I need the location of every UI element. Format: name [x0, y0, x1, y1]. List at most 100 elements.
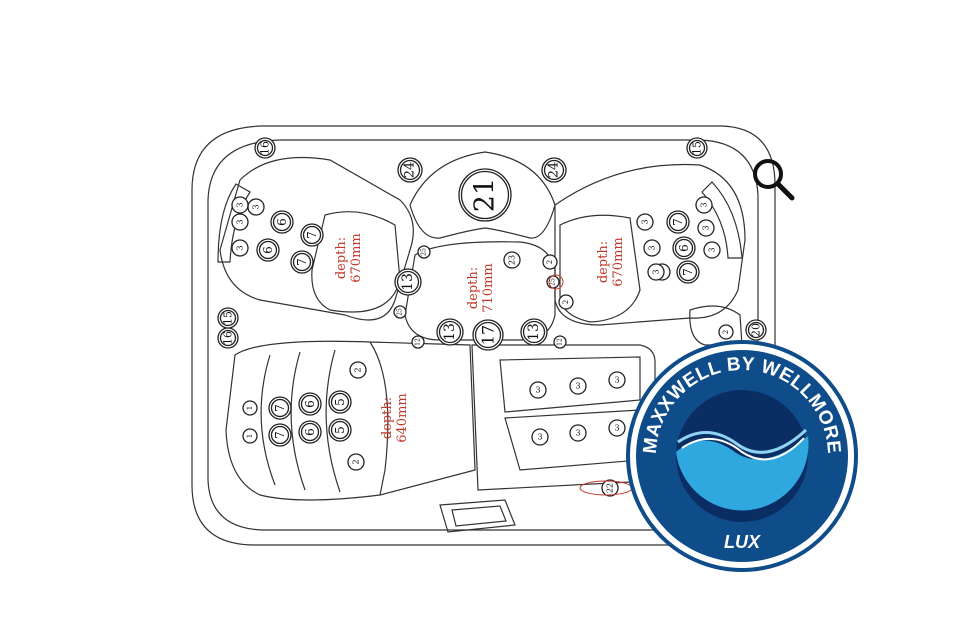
- jet-13: 13: [436, 318, 464, 346]
- jet-inner-ring: [668, 212, 688, 232]
- jet-3: 3: [569, 377, 587, 395]
- jet-ring: [569, 377, 587, 395]
- jet-number: 21: [470, 178, 501, 212]
- jet-number: 12: [557, 338, 564, 346]
- jet-number: 3: [252, 204, 261, 209]
- jet-number: 3: [702, 225, 711, 230]
- jet-2: 2: [347, 453, 365, 471]
- jet-6: 6: [256, 238, 280, 262]
- jet-22: 22: [601, 479, 619, 497]
- jet-number: 2: [722, 330, 730, 334]
- jet-number: 7: [681, 268, 695, 276]
- jet-1: 1: [242, 428, 258, 444]
- jet-number: 7: [273, 404, 287, 412]
- jet-ring: [247, 198, 265, 216]
- jet-number: 3: [652, 269, 661, 274]
- jet-number: 16: [259, 141, 272, 155]
- jet-inner-ring: [270, 425, 290, 445]
- jet-2: 2: [542, 254, 558, 270]
- jet-inner-ring: [300, 422, 320, 442]
- jet-3: 3: [695, 196, 713, 214]
- jet-3: 3: [647, 263, 665, 281]
- depth-label-seat-center: depth:710mm: [466, 263, 496, 312]
- jet-ring: [601, 479, 619, 497]
- jet-15: 15: [686, 137, 708, 159]
- jet-inner-ring: [258, 240, 278, 260]
- search-icon: [753, 159, 795, 201]
- jet-number: 3: [700, 202, 709, 207]
- jet-number: 7: [671, 218, 685, 226]
- jet-7: 7: [676, 260, 700, 284]
- jet-accent-ring: [548, 274, 564, 290]
- jet-7: 7: [290, 250, 314, 274]
- jet-inner-ring: [219, 329, 237, 347]
- jet-25: 25: [417, 245, 431, 259]
- jet-7: 7: [268, 396, 292, 420]
- right-column: [689, 305, 743, 346]
- footwell-bench-top: [499, 356, 641, 413]
- jet-number: 24: [403, 162, 418, 179]
- jet-ring: [703, 241, 721, 259]
- tub-inner-rim: [207, 139, 759, 531]
- jet-number: 3: [236, 219, 245, 224]
- jet-ring: [529, 381, 547, 399]
- jet-number: 13: [442, 323, 458, 341]
- jet-ring: [393, 305, 407, 319]
- jet-number: 3: [575, 382, 580, 391]
- jet-3: 3: [247, 198, 265, 216]
- jet-inner-ring: [272, 212, 292, 232]
- jet-inner-ring: [300, 394, 320, 414]
- jet-3: 3: [608, 371, 626, 389]
- jet-inner-ring: [474, 321, 502, 349]
- jet-ring: [608, 419, 626, 437]
- jet-ring: [608, 371, 626, 389]
- jet-number: 3: [236, 245, 245, 250]
- jet-3: 3: [697, 219, 715, 237]
- jet-number: 24: [547, 162, 562, 179]
- jet-ring: [542, 254, 558, 270]
- jet-3: 3: [636, 213, 654, 231]
- jet-number: 20: [750, 323, 763, 337]
- jet-1: 1: [242, 400, 258, 416]
- jet-number: 13: [400, 273, 416, 291]
- jet-20: 20: [745, 319, 767, 341]
- jet-ring: [569, 424, 587, 442]
- jet-7: 7: [666, 210, 690, 234]
- jet-3: 3: [231, 239, 249, 257]
- zoom-button[interactable]: [748, 154, 800, 206]
- jet-number: 3: [535, 386, 540, 395]
- jet-ring: [718, 324, 734, 340]
- jet-ring: [231, 213, 249, 231]
- jet-number: 3: [708, 247, 717, 252]
- jet-16: 16: [254, 137, 276, 159]
- jet-number: 6: [261, 246, 275, 254]
- jet-inner-ring: [399, 159, 421, 181]
- jet-6: 6: [270, 210, 294, 234]
- jet-number: 3: [236, 202, 245, 207]
- jet-inner-ring: [522, 320, 546, 344]
- jet-number: 2: [352, 459, 361, 464]
- lounger: [225, 340, 476, 501]
- jet-ring: [697, 219, 715, 237]
- logo-sub-text: LUX: [724, 532, 761, 552]
- seat-left-top: [219, 157, 414, 321]
- jet-ring: [553, 335, 567, 349]
- jet-3: 3: [608, 419, 626, 437]
- jet-inner-ring: [219, 309, 237, 327]
- jet-7: 7: [300, 223, 324, 247]
- jet-ring: [503, 251, 521, 269]
- jet-3: 3: [643, 239, 661, 257]
- jet-24: 24: [541, 157, 567, 183]
- jet-ring: [411, 335, 425, 349]
- step-inner: [451, 505, 507, 527]
- jet-number: 6: [275, 218, 289, 226]
- jet-number: 3: [614, 424, 619, 433]
- logo-wave-1: [677, 428, 808, 454]
- jet-number: 2: [562, 300, 570, 304]
- jet-ring: [647, 263, 665, 281]
- jet-inner-ring: [543, 159, 565, 181]
- depth-label-lounger: depth:640mm: [380, 393, 410, 442]
- jet-number: 1: [246, 406, 254, 410]
- jet-number: 7: [295, 258, 309, 266]
